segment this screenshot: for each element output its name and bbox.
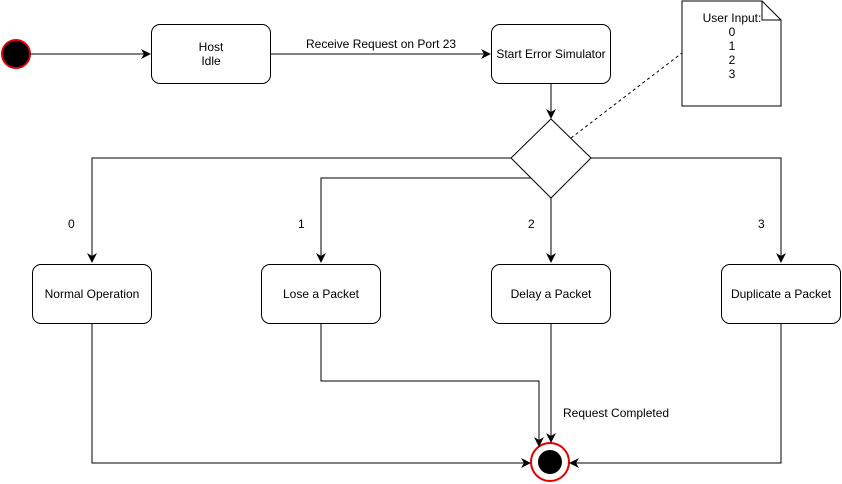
edge-lose-to-end: [320, 324, 544, 447]
edge-decision-to-lose: [316, 177, 531, 263]
user-input-note: [681, 0, 782, 107]
node-start-error-simulator-label: Start Error Simulator: [496, 47, 606, 61]
edge-duplicate-to-end: [569, 324, 782, 468]
edge-label-branch-2: 2: [528, 217, 535, 231]
node-delay-packet: Delay a Packet: [491, 264, 611, 324]
node-delay-packet-label: Delay a Packet: [510, 287, 592, 301]
node-normal-operation-label: Normal Operation: [44, 287, 140, 301]
node-start-error-simulator: Start Error Simulator: [491, 24, 611, 84]
edge-decision-to-normal: [87, 157, 511, 263]
node-lose-packet: Lose a Packet: [261, 264, 381, 324]
note-option: 3: [728, 67, 736, 81]
note-option: 2: [728, 53, 736, 67]
edge-label-request-completed: Request Completed: [563, 406, 670, 420]
node-lose-packet-label: Lose a Packet: [282, 287, 360, 301]
start-node: [1, 39, 31, 69]
node-duplicate-packet: Duplicate a Packet: [721, 264, 841, 324]
node-normal-operation: Normal Operation: [32, 264, 152, 324]
edge-label-branch-0: 0: [68, 217, 75, 231]
edge-decision-to-duplicate: [591, 157, 786, 263]
edge-label-branch-3: 3: [758, 217, 765, 231]
end-node-core: [538, 450, 562, 474]
note-fold: [761, 1, 781, 21]
note-connector: [570, 52, 683, 139]
node-host-idle: Host Idle: [151, 24, 271, 84]
note-title: User Input:: [702, 11, 762, 25]
user-input-note-text: User Input: 0 1 2 3: [700, 11, 764, 81]
edge-normal-to-end: [91, 324, 531, 468]
node-host-idle-label: Host Idle: [198, 40, 224, 68]
edge-label-branch-1: 1: [298, 217, 305, 231]
decision-diamond: [510, 118, 592, 199]
edge-label-receive-request: Receive Request on Port 23: [306, 37, 457, 51]
node-duplicate-packet-label: Duplicate a Packet: [730, 287, 832, 301]
note-option: 1: [728, 39, 736, 53]
note-option: 0: [728, 25, 736, 39]
